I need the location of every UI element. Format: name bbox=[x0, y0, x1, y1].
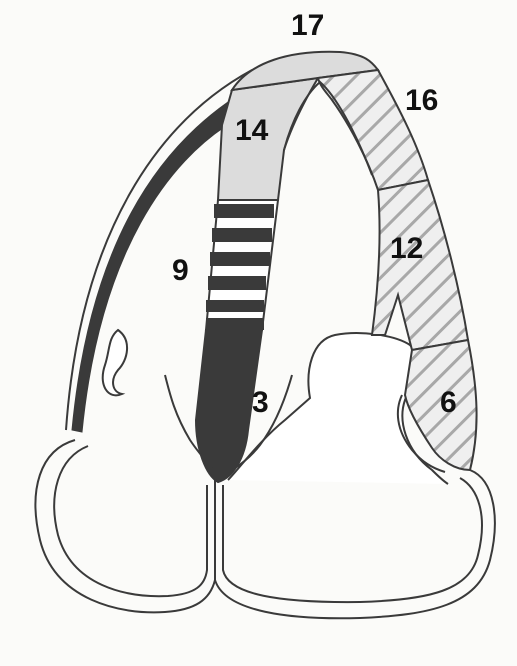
segment-3-label: 3 bbox=[252, 386, 269, 419]
segment-17-label: 17 bbox=[291, 9, 324, 42]
segment-6-label: 6 bbox=[440, 386, 457, 419]
mitral-leaflet-left bbox=[103, 330, 127, 395]
segment-14-label: 14 bbox=[235, 114, 269, 147]
right-atrium-outline bbox=[215, 470, 495, 618]
left-atrium-outline bbox=[35, 440, 215, 612]
segment-12-label: 12 bbox=[390, 232, 423, 265]
segment-16-label: 16 bbox=[405, 84, 438, 117]
segment-9-shape bbox=[206, 200, 278, 330]
segment-12-shape bbox=[372, 180, 468, 350]
segment-9-label: 9 bbox=[172, 254, 189, 287]
